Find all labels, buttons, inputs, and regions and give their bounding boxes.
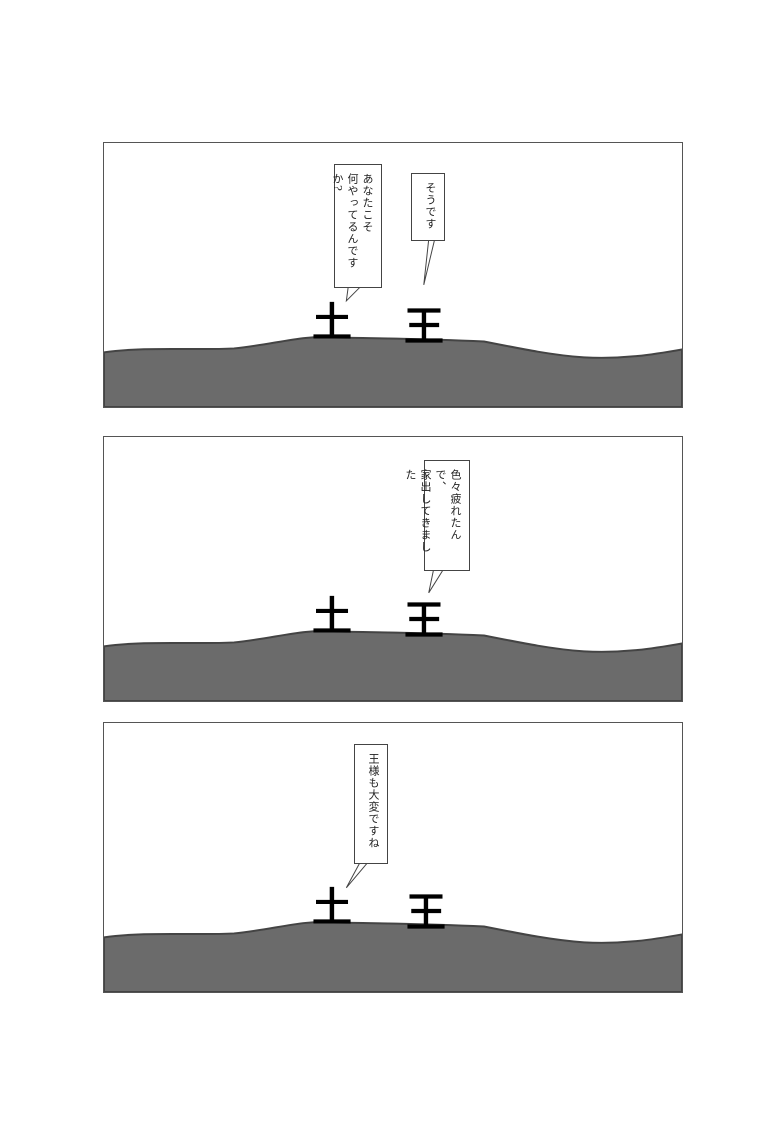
panel-3: 土 王 王様も大変ですね <box>103 722 683 993</box>
bubble-line: あなたこそ <box>361 173 374 233</box>
panel-1: 土 王 あなたこそ何やってるんですか? そうです <box>103 142 683 408</box>
character-ou: 王 <box>406 890 446 936</box>
character-ou: 王 <box>404 598 444 644</box>
character-tsuchi: 土 <box>312 885 352 931</box>
ground-hill <box>104 336 682 407</box>
speech-bubble: あなたこそ何やってるんですか? <box>331 164 382 288</box>
speech-bubble: そうです <box>411 173 445 241</box>
bubble-line: 王様も大変ですね <box>367 753 380 849</box>
character-tsuchi: 土 <box>312 594 352 640</box>
ground-hill <box>104 921 682 992</box>
bubble-line: そうです <box>424 182 437 230</box>
speech-bubble: 色々疲れたんで、家出してきました <box>404 460 470 571</box>
bubble-line: 何やってるんですか? <box>331 173 359 269</box>
panel-2: 土 王 色々疲れたんで、家出してきました <box>103 436 683 702</box>
bubble-line: 家出してきました <box>404 469 432 553</box>
speech-bubble: 王様も大変ですね <box>354 744 388 864</box>
character-ou: 王 <box>404 304 444 350</box>
ground-hill <box>104 630 682 701</box>
bubble-line: 色々疲れたんで、 <box>434 469 462 541</box>
character-tsuchi: 土 <box>312 300 352 346</box>
